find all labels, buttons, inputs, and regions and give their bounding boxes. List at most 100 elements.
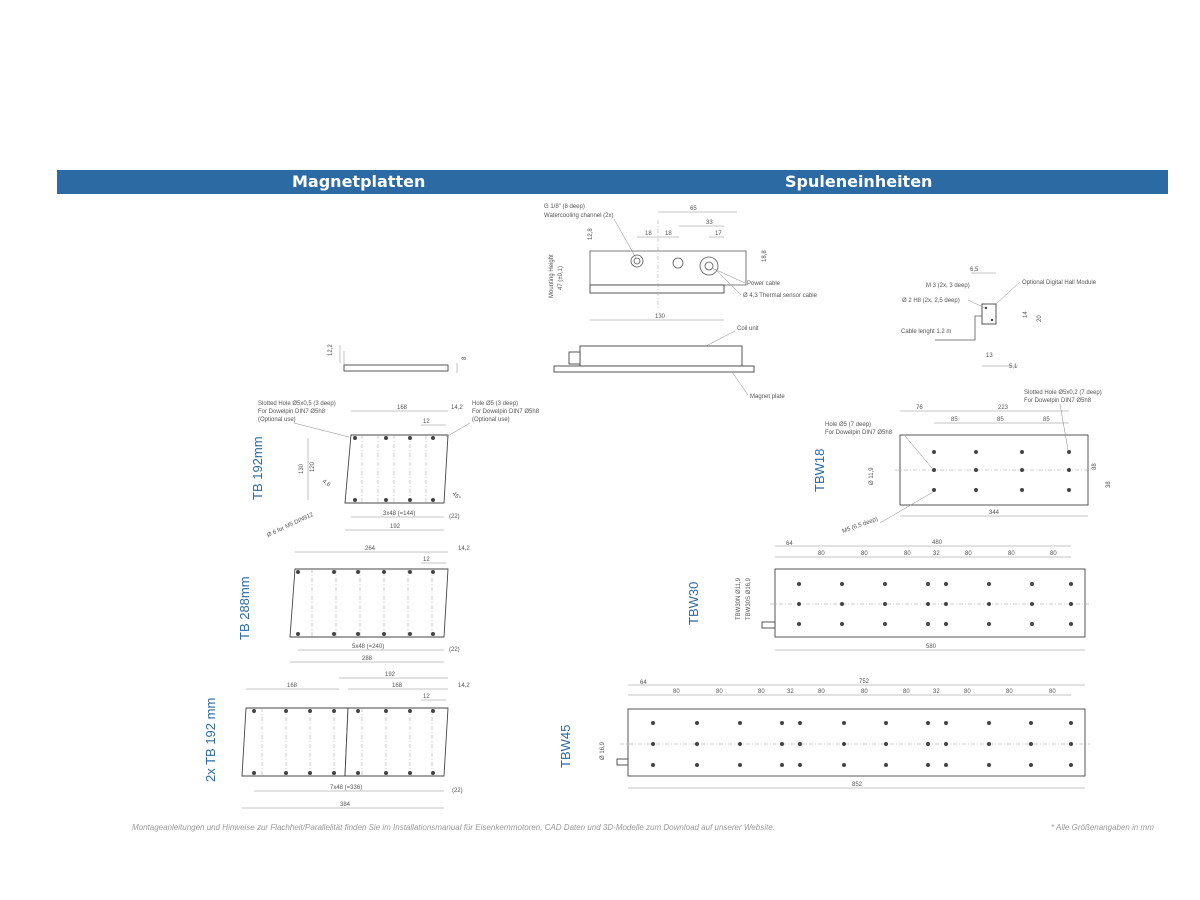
note-tbw30-phi: TBW30N Ø11,9 [736,577,742,620]
note-m3: M 3 (2x, 3 deep) [926,283,970,289]
dim-12-b: 12 [423,557,430,563]
dim-80-m: 80 [964,689,971,695]
dim-65: 65 [690,206,697,212]
dim-80-k: 80 [861,689,868,695]
dim-64: 64 [786,541,793,547]
dim-12-2: 12,2 [328,344,334,356]
note-dowelpin-tbw2: For Dowelpin DIN7 Ø5h8 [825,430,893,436]
dim-64-b: 64 [640,680,647,686]
tbw45-holes [651,721,1073,767]
dim-80-i: 80 [758,689,765,695]
dim-88: 88 [1092,463,1098,470]
dim-33: 33 [706,220,713,226]
note-tbw45-phi: Ø 16,9 [600,741,606,760]
tbw18-drawing: TBW18 76 223 85 85 85 344 88 38 Ø 11,9 S… [812,390,1112,535]
label-tb288: TB 288mm [237,576,252,640]
tb288-holes [296,570,435,636]
note-slotted-hole-tb: Slotted Hole Ø5x0,5 (3 deep) [258,401,336,407]
dim-22-b: (22) [449,647,460,653]
dim-80-d: 80 [965,551,972,557]
header-spuleneinheiten: Spuleneinheiten [785,172,933,191]
dim-6-5: 6,5 [970,267,979,273]
note-tbw18-phi: Ø 11,9 [869,467,875,485]
footer-note: Montageanleitungen und Hinweise zur Flac… [132,823,775,832]
coil-on-plate-side: Coil unit Magnet plate [553,326,785,400]
note-hole-tbw: Hole Ø5 (7 deep) [825,422,871,428]
dim-80-n: 80 [1006,689,1013,695]
dim-344: 344 [989,510,1000,516]
tb288-drawing: TB 288mm 264 14,2 12 5x48 (=240) (22) 28… [237,546,470,663]
tb192-drawing: TB 192mm 168 14,2 12 130 120 4,6 45° 3x4… [250,401,540,539]
dim-13: 13 [986,353,993,359]
dim-85-c: 85 [1043,417,1050,423]
note-dowelpin-tbw: For Dowelpin DIN7 Ø5h8 [1024,398,1092,404]
note-dowelpin-tb: For Dowelpin DIN7 Ø5h8 [258,409,326,415]
label-tbw45: TBW45 [558,725,573,768]
note-optional-hall: Optional Digital Hall Module [1022,280,1097,286]
dim-12: 12 [423,419,430,425]
note-mounting-value: 47 (±0,1) [558,266,564,290]
dim-14-2-c: 14,2 [458,683,470,689]
note-optional-use: (Optional use) [258,417,296,423]
magnet-plate-side-view: 12,2 8 [328,344,468,373]
note-m5-tbw: M5 (6,5 deep) [842,516,879,534]
note-mounting-height: Mounting Height [549,254,555,298]
dim-18-b: 18 [665,231,672,237]
section-header-bar: Magnetplatten Spuleneinheiten [57,170,1168,194]
dim-22: (22) [449,514,460,520]
dim-752: 752 [859,679,870,685]
dim-80-c: 80 [904,551,911,557]
label-tbw18: TBW18 [812,449,827,492]
dim-130-coil: 130 [655,314,666,320]
dim-80-l: 80 [903,689,910,695]
dim-580: 580 [926,644,937,650]
note-phi2: Ø 2 H8 (2x, 2,5 deep) [902,298,960,304]
tbw30-drawing: TBW30 480 64 80 80 80 32 80 80 80 580 TB… [686,540,1090,651]
note-power-cable: Power cable [747,281,781,287]
note-thermal-sensor: Ø 4,3 Thermal sensor cable [743,293,818,299]
dim-192: 192 [390,524,401,530]
tbw30-holes [797,582,1073,626]
note-g18: G 1/8" (8 deep) [544,204,585,210]
note-phi6-m5: Ø 6 for M5 DIN912 [266,512,315,539]
note-slotted-hole-tbw: Slotted Hole Ø5x0,2 (7 deep) [1024,390,1102,396]
tbw45-drawing: TBW45 752 64 80 80 80 32 80 80 80 32 80 … [558,679,1090,789]
dim-4-6: 4,6 [321,479,332,489]
dim-14: 14 [1023,311,1029,318]
dim-5x48: 5x48 (=240) [352,644,384,650]
dim-80-h: 80 [716,689,723,695]
dim-18-8: 18,8 [762,250,768,262]
tbw18-holes [932,450,1071,492]
dim-18-a: 18 [645,231,652,237]
dim-80-e: 80 [1008,551,1015,557]
dim-852: 852 [852,782,863,788]
dim-80-f: 80 [1050,551,1057,557]
note-hole-tb: Hole Ø5 (3 deep) [472,401,518,407]
dim-480: 480 [932,540,943,546]
dim-12-c: 12 [423,694,430,700]
dim-264: 264 [365,546,376,552]
dim-32-b: 32 [787,689,794,695]
hall-module-drawing: 6,5 14 20 13 5,1 M 3 (2x, 3 deep) Option… [901,267,1097,370]
note-tbw30-phi2: TBW30S Ø16,9 [746,577,752,620]
dim-80-g: 80 [673,689,680,695]
dim-14-2: 14,2 [451,405,463,411]
dim-168: 168 [397,405,408,411]
label-tb192: TB 192mm [250,436,265,500]
footer-units-note: * Alle Größenangaben in mm [1051,823,1154,832]
dim-7x48: 7x48 (=336) [330,785,362,791]
dim-14-2-b: 14,2 [458,546,470,552]
dim-8: 8 [462,356,468,360]
dim-32-c: 32 [933,689,940,695]
dim-168-b: 168 [287,683,298,689]
label-tb2x192: 2x TB 192 mm [203,698,218,782]
tb2x192-drawing: 2x TB 192 mm 192 168 168 14,2 12 7x48 (=… [203,672,470,809]
dim-223: 223 [998,405,1009,411]
dim-38: 38 [1106,481,1112,488]
tb192-holes [353,436,435,502]
header-magnetplatten: Magnetplatten [292,172,426,191]
note-watercooling: Watercooling channel (2x) [544,213,613,219]
dim-384: 384 [340,802,351,808]
dim-45deg: 45° [451,491,462,502]
